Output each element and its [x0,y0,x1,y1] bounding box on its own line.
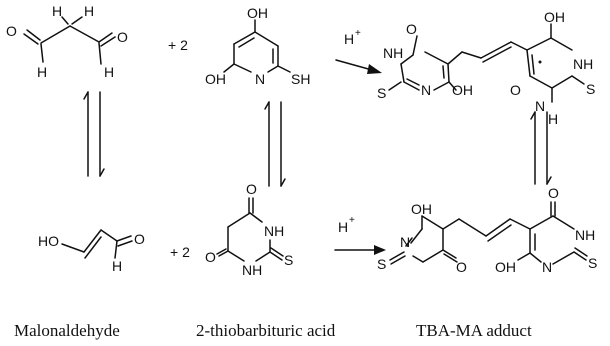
atom-label: H [112,258,122,274]
atom-label: HO [38,233,59,249]
atom-label: O [6,23,17,39]
atom-label: N [542,259,552,275]
reaction-arrow-bottom: H + [334,215,386,255]
atom-label: N [400,234,410,250]
thiobarbituric-acid-keto-structure: O NH O S NH [205,181,293,278]
equilibrium-arrows-left [83,91,105,177]
acid-catalyst-label: + [355,28,361,39]
radical-dot [538,60,542,64]
malonaldehyde-enol-structure: HO O H [38,229,145,274]
caption-tba-ma-adduct: TBA-MA adduct [416,321,532,340]
atom-label: OH [247,5,268,21]
stoichiometry-coefficient: + 2 [168,37,188,53]
atom-label: OH [544,9,565,25]
caption-malonaldehyde: Malonaldehyde [14,321,120,340]
tba-ma-adduct-structure-bottom: OH N S O O NH OH N S [377,185,597,275]
equilibrium-arrows-right [530,111,552,185]
atom-label: H [548,111,558,127]
atom-label: S [284,252,293,268]
reaction-arrow-top: H + [335,28,382,74]
atom-label: O [117,29,128,45]
atom-label: H [52,3,62,19]
atom-label: N [421,82,431,98]
atom-label: OH [411,201,432,217]
atom-label: O [134,231,145,247]
atom-label: N [255,71,265,87]
caption-thiobarbituric-acid: 2-thiobarbituric acid [196,321,336,340]
atom-label: O [510,82,521,98]
stoichiometry-coefficient: + 2 [170,244,190,260]
atom-label: NH [264,223,284,239]
acid-catalyst-label: + [349,215,355,226]
atom-label: H [104,64,114,80]
atom-label: S [377,85,386,101]
atom-label: N [535,98,545,114]
atom-label: NH [383,45,403,61]
equilibrium-arrows-middle [264,101,286,187]
acid-catalyst-label: H [338,219,348,235]
atom-label: OH [452,82,473,98]
atom-label: OH [495,259,516,275]
atom-label: O [548,185,559,201]
atom-label: H [37,64,47,80]
atom-label: NH [242,262,262,278]
tba-ma-adduct-structure-top: O OH NH S N OH O NH S N H [377,9,595,127]
atom-label: NH [575,227,595,243]
atom-label: SH [291,71,310,87]
atom-label: S [586,81,595,97]
atom-label: O [246,181,257,197]
atom-label: NH [573,56,593,72]
malonaldehyde-keto-structure: O H H O H H [6,3,128,80]
atom-label: O [456,259,467,275]
atom-label: O [205,249,216,265]
atom-label: OH [205,71,226,87]
atom-label: O [406,21,417,37]
acid-catalyst-label: H [344,31,354,47]
atom-label: S [377,256,386,272]
thiobarbituric-acid-enol-structure: OH OH N SH [205,5,310,87]
atom-label: S [588,255,597,271]
atom-label: H [84,3,94,19]
